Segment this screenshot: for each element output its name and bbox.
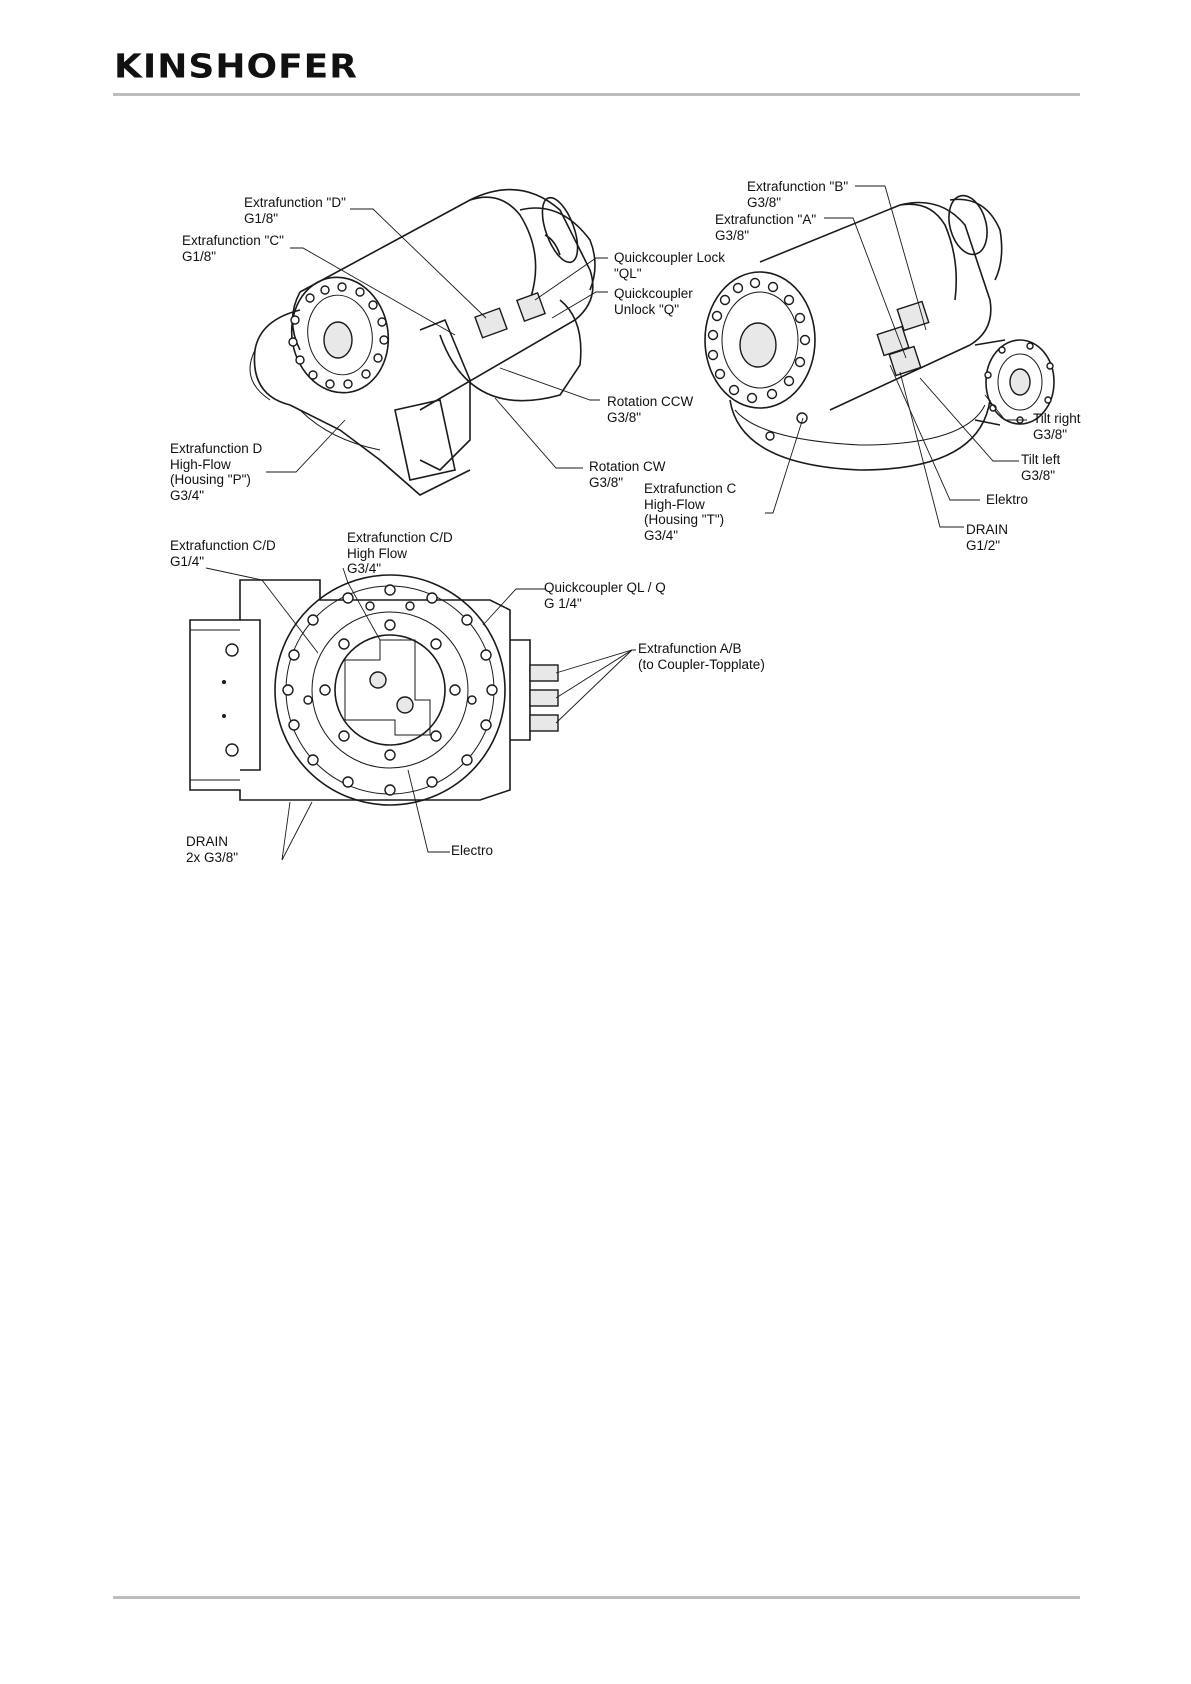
leader-lines <box>205 185 1027 861</box>
label-extrafunction-cd: Extrafunction C/D G1/4" <box>170 538 276 569</box>
label-extrafunction-b: Extrafunction "B" G3/8" <box>747 179 849 210</box>
label-quickcoupler-ql-q: Quickcoupler QL / Q G 1/4" <box>544 580 666 611</box>
label-elektro: Elektro <box>986 492 1029 507</box>
label-drain-g12: DRAIN G1/2" <box>966 522 1009 553</box>
label-rotation-cw: Rotation CW G3/8" <box>589 459 666 490</box>
label-extrafunction-cd-high-flow: Extrafunction C/D High Flow G3/4" <box>347 530 453 576</box>
label-extrafunction-c: Extrafunction "C" G1/8" <box>182 233 284 264</box>
footer-rule <box>113 1596 1080 1599</box>
label-tilt-left: Tilt left G3/8" <box>1021 452 1061 483</box>
label-extrafunction-a: Extrafunction "A" G3/8" <box>715 212 817 243</box>
header-rule <box>113 93 1080 96</box>
label-tilt-right: Tilt right G3/8" <box>1033 411 1081 442</box>
label-extrafunction-ab: Extrafunction A/B (to Coupler-Topplate) <box>638 641 765 672</box>
label-rotation-ccw: Rotation CCW G3/8" <box>607 394 694 425</box>
kinshofer-logo: KINSHOFER <box>114 48 358 86</box>
label-electro: Electro <box>451 843 494 858</box>
rotator-view-right <box>704 194 1055 471</box>
rotator-view-top <box>189 574 559 806</box>
rotator-view-left <box>249 188 596 496</box>
label-extrafunction-d: Extrafunction "D" G1/8" <box>244 195 346 226</box>
label-extrafunction-d-high-flow: Extrafunction D High-Flow (Housing "P") … <box>170 441 263 503</box>
label-quickcoupler-unlock: Quickcoupler Unlock "Q" <box>614 286 693 317</box>
label-drain-2x: DRAIN 2x G3/8" <box>186 834 239 865</box>
label-quickcoupler-lock: Quickcoupler Lock "QL" <box>614 250 726 281</box>
label-extrafunction-c-high-flow: Extrafunction C High-Flow (Housing "T") … <box>644 481 737 543</box>
